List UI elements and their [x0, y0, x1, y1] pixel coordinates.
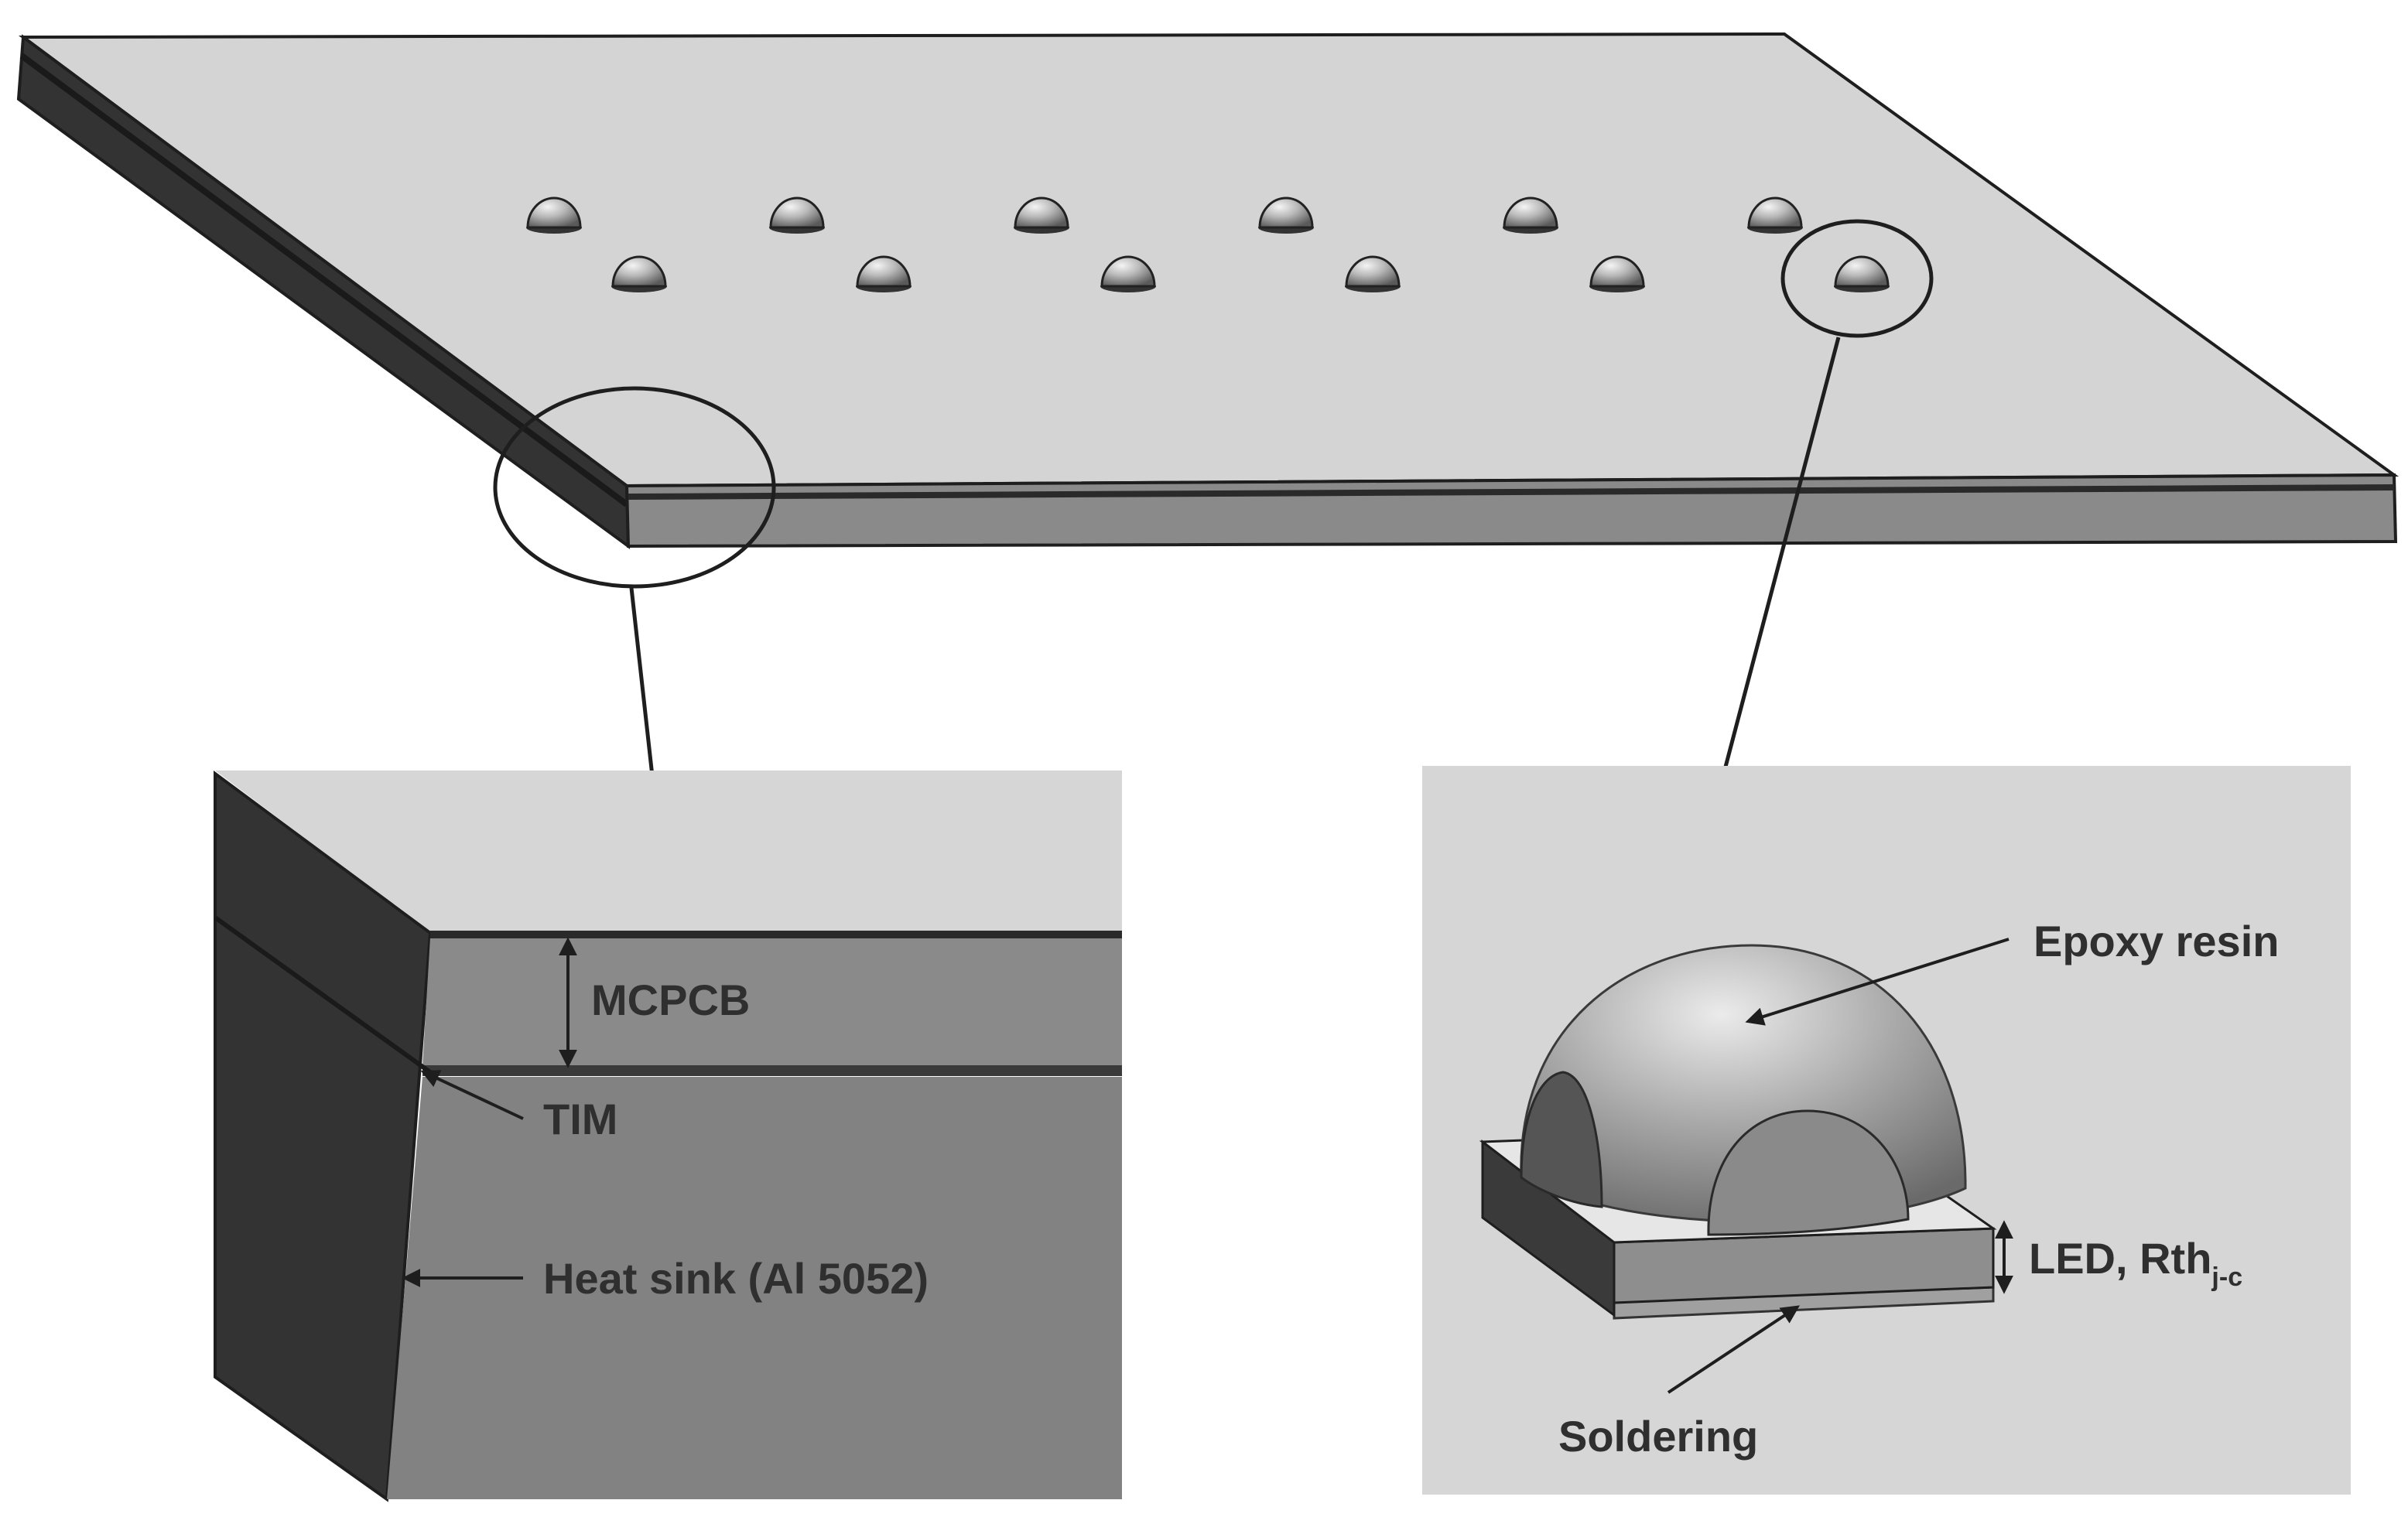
mcpcb-label: MCPCB [591, 976, 750, 1024]
led-dome [1503, 196, 1558, 234]
led-dome [1014, 196, 1069, 234]
led-dome [1589, 255, 1645, 292]
led-rth-label: LED, Rthj-c [2029, 1234, 2242, 1292]
led-rth-subscript: j-c [2211, 1263, 2242, 1292]
edge-callout-circle [493, 386, 776, 589]
soldering-label: Soldering [1558, 1412, 1758, 1461]
callouts [493, 219, 1934, 818]
edge-callout-arrow [629, 587, 665, 801]
led-dome [856, 255, 912, 292]
epoxy-leader [1745, 938, 2010, 1026]
soldering-leader [1667, 1305, 1801, 1394]
dome-left-cutaway [1520, 1071, 1603, 1208]
led-dome [526, 196, 582, 234]
led-dome [1100, 255, 1156, 292]
dome-front-cutaway [1707, 1109, 1910, 1236]
heat-sink-label: Heat sink (Al 5052) [543, 1254, 929, 1303]
led-dome [1747, 196, 1803, 234]
tim-label: TIM [543, 1095, 617, 1143]
led-dome [769, 196, 825, 234]
led-dome [1258, 196, 1314, 234]
led-dome [1834, 255, 1890, 292]
led-dome [611, 255, 667, 292]
epoxy-resin-label: Epoxy resin [2033, 917, 2279, 965]
board-top-face [18, 32, 2399, 488]
heat-sink-front [387, 1077, 1122, 1499]
main-board [16, 32, 2399, 550]
led-dome [1345, 255, 1401, 292]
edge-detail-panel: MCPCB TIM Heat sink (Al 5052) [214, 771, 1122, 1502]
panel-top-surface [215, 771, 1122, 933]
led-callout-circle [1780, 219, 1934, 338]
led-callout-arrow [1706, 337, 1841, 818]
led-detail-panel: Epoxy resin LED, Rthj-c Soldering [1422, 766, 2351, 1495]
led-array [526, 196, 1890, 292]
led-rth-main: LED, Rth [2029, 1234, 2211, 1283]
tim-leader [420, 1070, 524, 1120]
board-front-mcpcb-line [628, 484, 2395, 500]
mcpcb-layer [422, 938, 1122, 1066]
